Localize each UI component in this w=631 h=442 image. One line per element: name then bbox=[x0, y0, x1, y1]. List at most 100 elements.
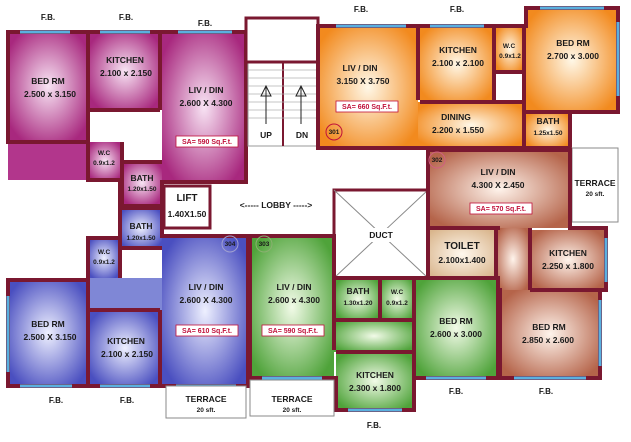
wc-label-top-left: W.C bbox=[98, 150, 111, 157]
wc-dim-bottom-center: 0.9x1.2 bbox=[386, 300, 408, 307]
stairs-dn-label: DN bbox=[296, 130, 308, 140]
flat-number-badge-302 bbox=[428, 151, 446, 169]
flat-top-right bbox=[316, 6, 620, 150]
lift-label: LIFT bbox=[176, 193, 197, 204]
fb-label: F.B. bbox=[49, 396, 63, 405]
bath-bottom-left bbox=[120, 208, 162, 248]
bed-room-dim-top-left: 2.500 x 3.150 bbox=[24, 89, 76, 99]
bath-bottom-center bbox=[336, 278, 380, 320]
flat-top-left bbox=[6, 30, 248, 208]
terrace-bottom-left-label: TERRACE bbox=[185, 394, 226, 404]
flat-number-304: 304 bbox=[225, 241, 236, 248]
bed-room-bottom-right bbox=[500, 290, 600, 378]
sa-badge-top-left bbox=[175, 135, 239, 148]
terrace-bottom-center bbox=[249, 379, 335, 417]
passage-bottom-center bbox=[334, 320, 414, 352]
bed-room-dim-bottom-left: 2.500 X 3.150 bbox=[24, 332, 77, 342]
bed-room-label-top-left: BED RM bbox=[31, 76, 65, 86]
bed-room-top-left bbox=[8, 32, 88, 140]
kitchen-dim-bottom-center: 2.300 x 1.800 bbox=[349, 383, 401, 393]
kitchen-bottom-right bbox=[530, 230, 606, 290]
wc-top-left bbox=[88, 142, 122, 180]
bed-room-label-bottom-left: BED RM bbox=[31, 319, 65, 329]
bed-room-label-top-right: BED RM bbox=[556, 38, 590, 48]
staircase bbox=[247, 61, 319, 147]
kitchen-label-bottom-right: KITCHEN bbox=[549, 248, 587, 258]
toilet-label-bottom-right: TOILET bbox=[444, 241, 479, 252]
kitchen-dim-top-right: 2.100 x 2.100 bbox=[432, 58, 484, 68]
sa-text-bottom-center: SA= 590 Sq.F.t. bbox=[268, 328, 318, 335]
bath-label-bottom-left: BATH bbox=[130, 221, 153, 231]
kitchen-label-bottom-left: KITCHEN bbox=[107, 336, 145, 346]
liv-din-label-top-right: LIV / DIN bbox=[343, 63, 378, 73]
bath-label-top-left: BATH bbox=[131, 173, 154, 183]
flat-number-303: 303 bbox=[259, 241, 270, 248]
kitchen-bottom-center bbox=[336, 352, 414, 410]
liv-din-dim-bottom-right: 4.300 X 2.450 bbox=[472, 180, 525, 190]
sa-badge-top-right bbox=[335, 100, 399, 113]
flat-number-badge-301 bbox=[325, 123, 343, 141]
dining-label-top-right: DINING bbox=[441, 112, 471, 122]
flat-bottom-right bbox=[426, 148, 608, 380]
bath-label-top-right: BATH bbox=[537, 116, 560, 126]
bath-label-bottom-center: BATH bbox=[347, 286, 370, 296]
liv-din-label-bottom-right: LIV / DIN bbox=[481, 167, 516, 177]
bed-room-dim-bottom-center: 2.600 x 3.000 bbox=[430, 329, 482, 339]
lift-dim: 1.40X1.50 bbox=[168, 209, 207, 219]
liv-din-dim-top-right: 3.150 X 3.750 bbox=[337, 76, 390, 86]
bath-dim-top-left: 1.20x1.50 bbox=[128, 186, 157, 193]
dining-dim-top-right: 2.200 x 1.550 bbox=[432, 125, 484, 135]
wc-dim-bottom-left: 0.9x1.2 bbox=[93, 259, 115, 266]
wc-top-right bbox=[496, 26, 524, 72]
bed-room-label-bottom-center: BED RM bbox=[439, 316, 473, 326]
bed-room-bottom-center bbox=[414, 278, 498, 378]
bath-dim-bottom-left: 1.20x1.50 bbox=[127, 235, 156, 242]
terrace-bottom-left bbox=[165, 385, 247, 419]
duct-label: DUCT bbox=[369, 230, 393, 240]
terrace-bottom-center-label: TERRACE bbox=[271, 394, 312, 404]
stairs-up-label: UP bbox=[260, 130, 272, 140]
liv-din-top-left bbox=[162, 32, 246, 182]
wc-bottom-center bbox=[380, 278, 414, 320]
passage-bottom-left bbox=[88, 278, 162, 310]
flat-bottom-center bbox=[248, 234, 500, 412]
kitchen-bottom-left bbox=[90, 310, 160, 386]
fb-label: F.B. bbox=[354, 5, 368, 14]
bed-room-label-bottom-right: BED RM bbox=[532, 322, 566, 332]
fb-label: F.B. bbox=[367, 421, 381, 430]
fb-label: F.B. bbox=[198, 19, 212, 28]
liv-din-label-top-left: LIV / DIN bbox=[189, 85, 224, 95]
flat-number-302: 302 bbox=[432, 157, 443, 164]
wc-label-top-right: W.C bbox=[503, 43, 516, 50]
terrace-bottom-center-area: 20 sft. bbox=[283, 407, 302, 414]
bed-room-bottom-left bbox=[8, 280, 88, 386]
kitchen-top-left bbox=[90, 32, 160, 110]
passage-bottom-right bbox=[496, 228, 530, 290]
toilet-dim-bottom-right: 2.100x1.400 bbox=[438, 255, 486, 265]
passage-top-left bbox=[8, 140, 88, 180]
fb-label: F.B. bbox=[450, 5, 464, 14]
dining-top-right bbox=[418, 102, 524, 148]
kitchen-label-bottom-center: KITCHEN bbox=[356, 370, 394, 380]
flat-bottom-left bbox=[6, 206, 250, 388]
bed-room-dim-top-right: 2.700 x 3.000 bbox=[547, 51, 599, 61]
sa-badge-bottom-center bbox=[261, 324, 325, 337]
sa-text-bottom-right: SA= 570 Sq.F.t. bbox=[476, 206, 526, 213]
bath-dim-top-right: 1.25x1.50 bbox=[534, 130, 563, 137]
wc-dim-top-left: 0.9x1.2 bbox=[93, 160, 115, 167]
liv-din-bottom-right bbox=[428, 150, 570, 228]
terrace-right-area: 20 sft. bbox=[586, 191, 605, 198]
liv-din-label-bottom-left: LIV / DIN bbox=[189, 282, 224, 292]
lobby-label: <----- LOBBY -----> bbox=[240, 200, 313, 210]
sa-text-top-right: SA= 660 Sq.F.t. bbox=[342, 104, 392, 111]
wc-dim-top-right: 0.9x1.2 bbox=[499, 53, 521, 60]
terrace-right-label: TERRACE bbox=[574, 178, 615, 188]
bed-room-dim-bottom-right: 2.850 x 2.600 bbox=[522, 335, 574, 345]
liv-din-top-right bbox=[318, 26, 418, 148]
bath-dim-bottom-center: 1.30x1.20 bbox=[344, 300, 373, 307]
fb-label: F.B. bbox=[449, 387, 463, 396]
sa-badge-bottom-left bbox=[175, 324, 239, 337]
liv-din-bottom-left bbox=[162, 236, 248, 386]
wc-bottom-left bbox=[88, 238, 120, 278]
